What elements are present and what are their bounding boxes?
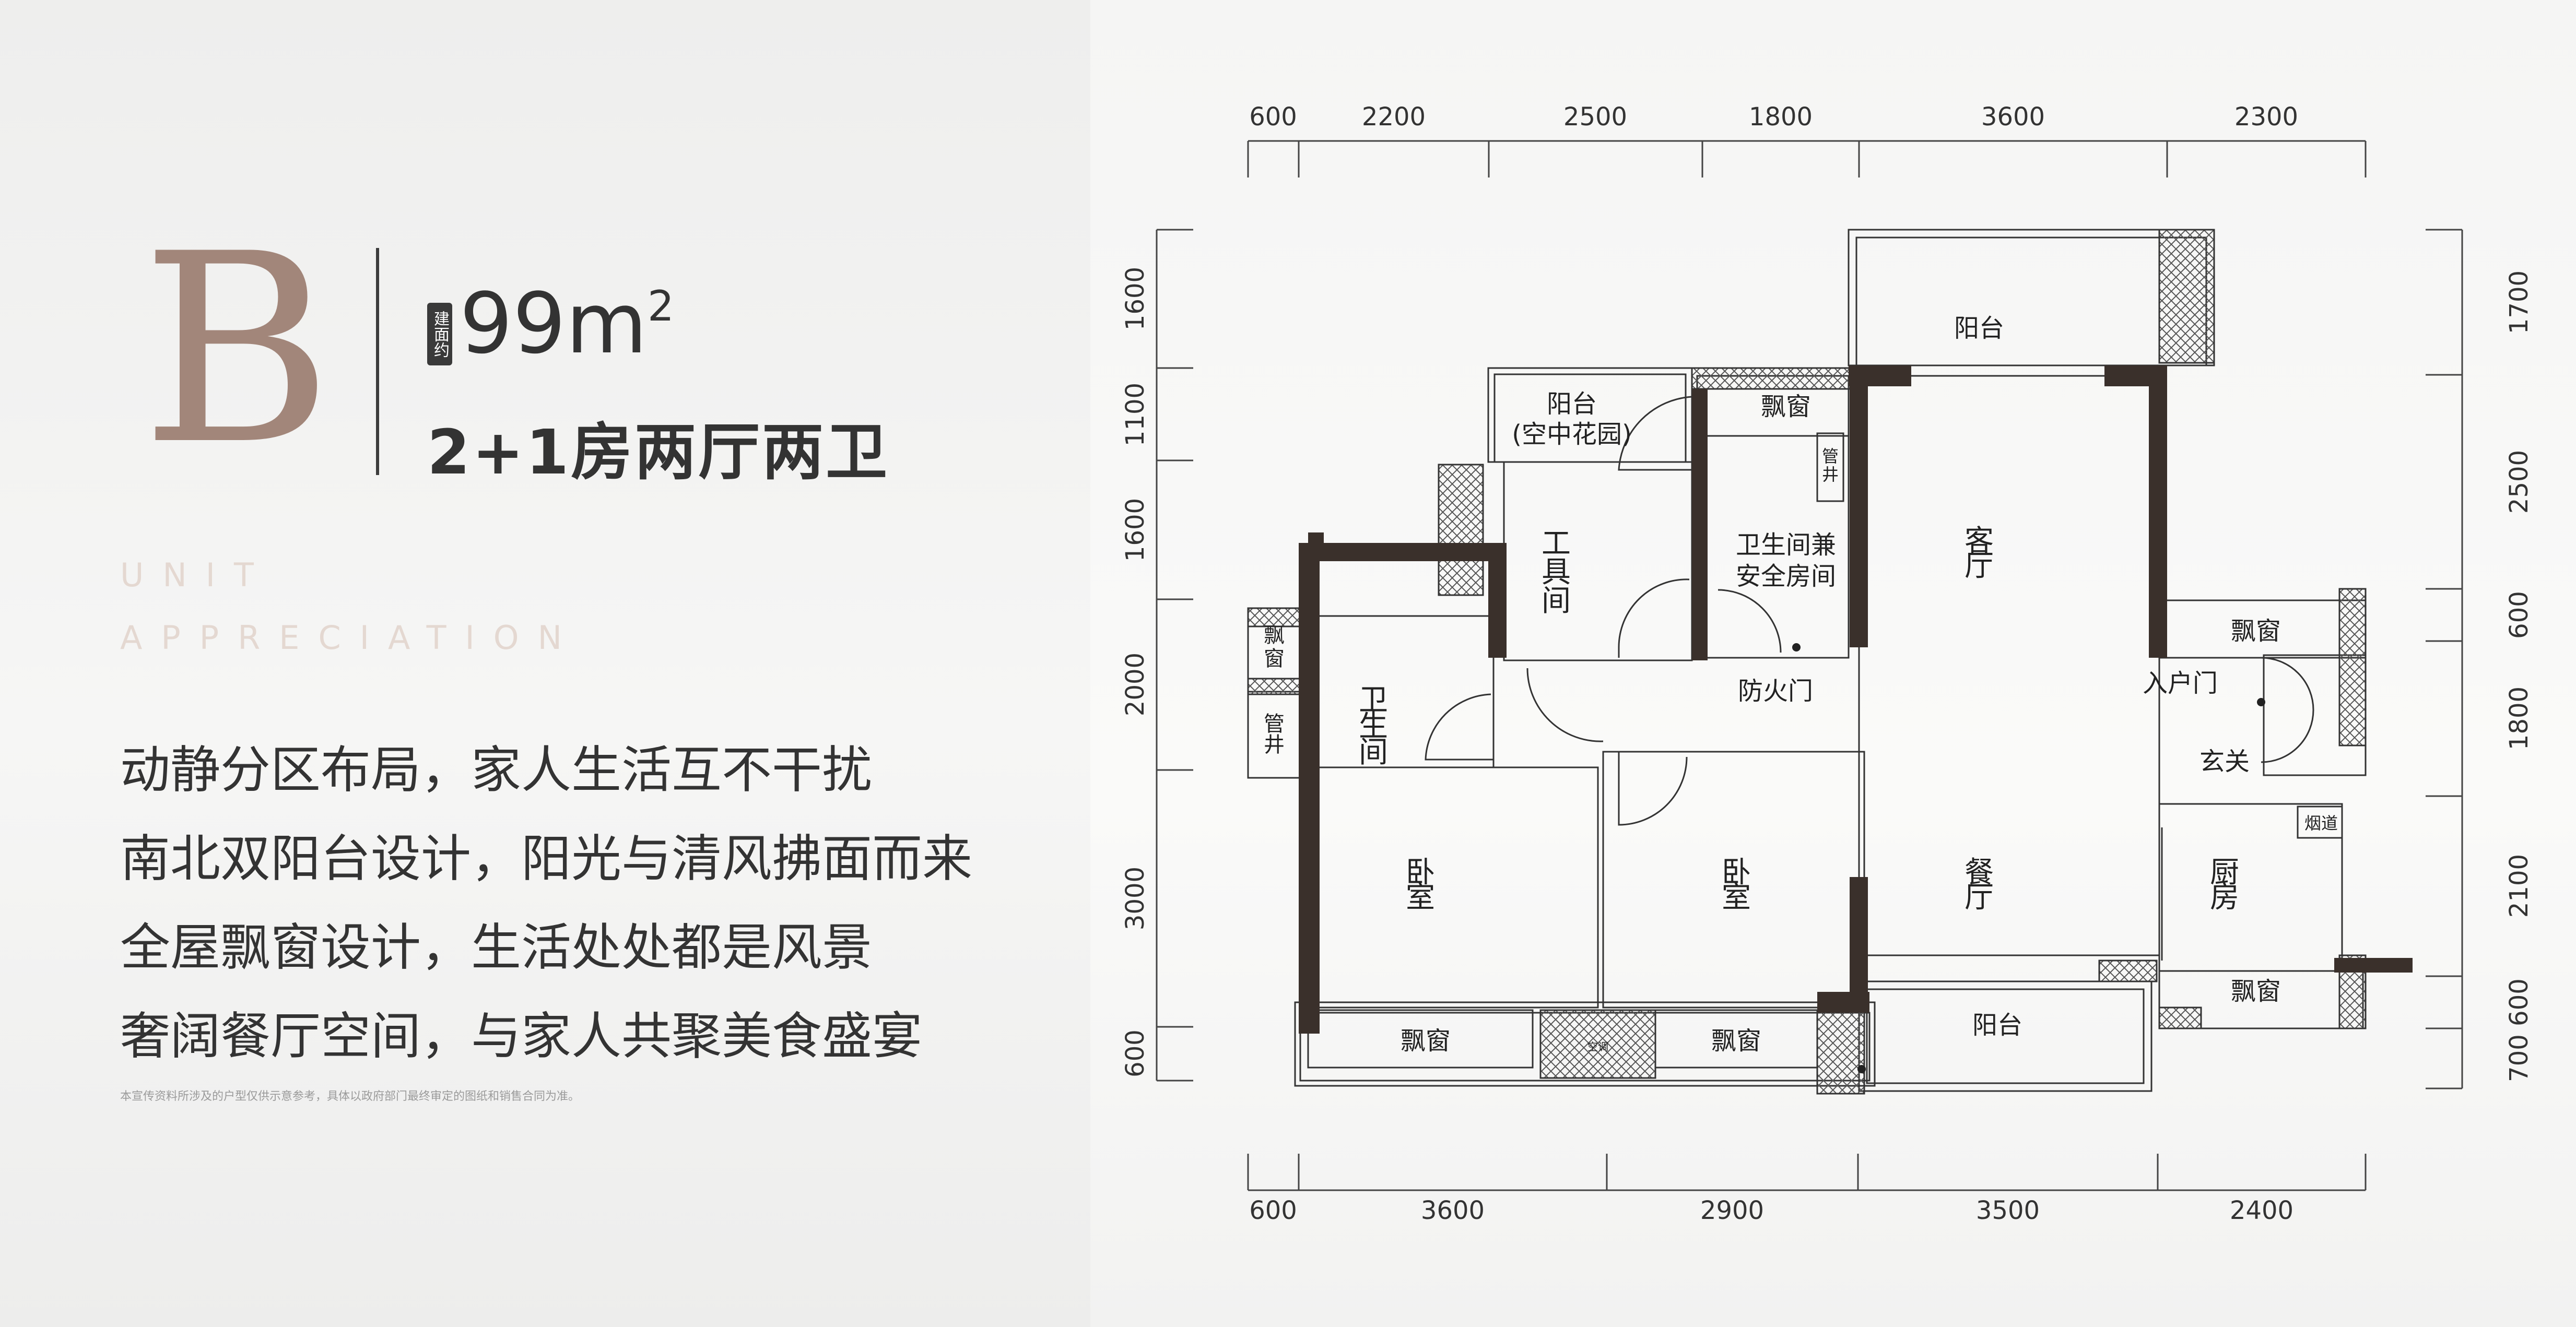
dim-top-1: 600 xyxy=(1249,102,1297,132)
dim-right-6: 600 xyxy=(2504,978,2534,1026)
dim-top-5: 3600 xyxy=(1981,102,2045,132)
room-tool-room-char2: 具 xyxy=(1542,555,1571,589)
unit-letter: B xyxy=(141,198,333,502)
plan-panel xyxy=(1090,0,2576,1327)
room-dining-char2: 厅 xyxy=(1965,881,1994,915)
room-bedroom-1-char2: 室 xyxy=(1406,881,1435,915)
room-kitchen-char2: 房 xyxy=(2210,881,2239,915)
room-kitchen-char1: 厨 xyxy=(2210,856,2239,890)
room-balcony-north: 阳台 xyxy=(1954,314,2004,343)
room-labels: 阳台 阳台 (空中花园) 飘窗 卫生间兼 安全房间 防火门 入户门 飘窗 玄关 … xyxy=(1401,314,2281,1056)
room-living-char1: 客 xyxy=(1965,524,1994,558)
solid-walls xyxy=(1299,365,2413,1034)
room-bath-left: 卫生间 xyxy=(1359,683,1388,769)
feature-item: 动静分区布局，家人生活互不干扰 xyxy=(120,741,872,799)
room-bay-bottom-1: 飘窗 xyxy=(1401,1026,1451,1056)
room-foyer: 玄关 xyxy=(2199,747,2250,776)
dim-left-1: 1600 xyxy=(1121,267,1150,330)
room-bath-safe-line2: 安全房间 xyxy=(1736,562,1836,591)
room-bath-safe-line1: 卫生间兼 xyxy=(1736,530,1836,560)
dim-top-4: 1800 xyxy=(1749,102,1813,132)
dim-right-5: 2100 xyxy=(2504,854,2534,918)
room-bay-left-line1: 飘 xyxy=(1264,623,1285,647)
room-dining: 餐厅 xyxy=(1965,856,1994,915)
room-bath-left-char1: 卫 xyxy=(1359,683,1388,717)
dim-left-4: 2000 xyxy=(1121,653,1150,716)
room-bay-top: 飘窗 xyxy=(1761,392,1811,421)
dim-top-6: 2300 xyxy=(2234,102,2298,132)
dim-top-2: 2200 xyxy=(1362,102,1426,132)
dim-right-3: 600 xyxy=(2504,591,2534,639)
room-tool-room: 工具间 xyxy=(1542,527,1571,618)
room-tool-room-char1: 工 xyxy=(1542,527,1571,561)
english-title-line2: APPRECIATION xyxy=(120,619,581,657)
room-living-char2: 厅 xyxy=(1965,549,1994,583)
room-bedroom-2-char2: 室 xyxy=(1722,881,1751,915)
feature-item: 全屋飘窗设计，生活处处都是风景 xyxy=(120,918,872,977)
fixture-marks xyxy=(1792,643,2265,1073)
divider-line xyxy=(376,248,379,475)
feature-item: 南北双阳台设计，阳光与清风拂面而来 xyxy=(120,830,972,888)
area-unit-superscript: 2 xyxy=(648,282,674,330)
room-shaft-left-line1: 管 xyxy=(1264,712,1285,736)
room-dining-char1: 餐 xyxy=(1965,856,1994,890)
room-bay-left-line2: 窗 xyxy=(1264,647,1285,671)
dim-top-3: 2500 xyxy=(1563,102,1627,132)
ac-label: 空调 xyxy=(1587,1040,1608,1053)
fire-door-label: 防火门 xyxy=(1738,677,1813,706)
small-labels: 飘 窗 管 井 管 井 烟道 空调 xyxy=(1264,446,2338,1053)
room-shaft-top-line2: 井 xyxy=(1822,465,1839,484)
dimension-lines xyxy=(1156,140,2463,1191)
room-bedroom-2: 卧室 xyxy=(1722,856,1751,915)
layout-text: 2+1房两厅两卫 xyxy=(427,416,890,488)
english-title-line1: UNIT xyxy=(120,556,273,594)
door-arcs xyxy=(1425,396,2314,961)
feature-item: 奢阔餐厅空间，与家人共聚美食盛宴 xyxy=(120,1007,922,1065)
room-bedroom-2-char1: 卧 xyxy=(1722,856,1751,890)
info-panel: B 建面约 99m 2 2+1房两厅两卫 UNIT APPRECIATION 动… xyxy=(0,0,1090,1327)
room-kitchen: 厨房 xyxy=(2210,856,2239,915)
dim-right-2: 2500 xyxy=(2504,450,2534,514)
entry-door-label: 入户门 xyxy=(2143,669,2218,698)
room-bedroom-1: 卧室 xyxy=(1406,856,1435,915)
dim-bottom-4: 3500 xyxy=(1976,1196,2040,1225)
room-bay-kitchen: 飘窗 xyxy=(2231,977,2281,1006)
dim-left-5: 3000 xyxy=(1121,867,1150,930)
room-bay-bottom-2: 飘窗 xyxy=(1711,1026,1761,1056)
dimension-labels-left: 1600 1100 1600 2000 3000 600 1700 2500 6… xyxy=(1121,267,2534,1082)
room-living: 客厅 xyxy=(1965,524,1994,583)
dim-bottom-3: 2900 xyxy=(1700,1196,1764,1225)
room-bedroom-1-char1: 卧 xyxy=(1406,856,1435,890)
area-tag: 建面约 xyxy=(427,303,452,365)
room-balcony-garden: 阳台 xyxy=(1547,389,1597,419)
room-bath-left-char3: 间 xyxy=(1359,736,1388,769)
dim-left-2: 1100 xyxy=(1121,383,1150,446)
dim-bottom-1: 600 xyxy=(1249,1196,1297,1225)
room-shaft-left-line2: 井 xyxy=(1264,733,1285,757)
dim-bottom-2: 3600 xyxy=(1421,1196,1485,1225)
feature-list: 动静分区布局，家人生活互不干扰 南北双阳台设计，阳光与清风拂面而来 全屋飘窗设计… xyxy=(120,726,972,1081)
dimension-labels: 600 2200 2500 1800 3600 2300 600 3600 29… xyxy=(1249,102,2298,1225)
room-shaft-top-line1: 管 xyxy=(1822,446,1839,466)
dim-right-7: 700 xyxy=(2504,1034,2534,1082)
dim-bottom-5: 2400 xyxy=(2230,1196,2293,1225)
room-flue: 烟道 xyxy=(2304,813,2338,833)
area-value: 99m xyxy=(460,275,648,372)
room-bath-left-char2: 生 xyxy=(1359,709,1388,743)
room-balcony-south: 阳台 xyxy=(1972,1011,2022,1040)
room-labels-vertical: 工具间 卫生间 客厅 卧室 卧室 餐厅 厨房 xyxy=(1359,524,2239,915)
dim-left-6: 600 xyxy=(1121,1029,1150,1077)
disclaimer: 本宣传资料所涉及的户型仅供示意参考，具体以政府部门最终审定的图纸和销售合同为准。 xyxy=(120,1090,580,1103)
dim-right-1: 1700 xyxy=(2504,270,2534,334)
room-bay-right: 飘窗 xyxy=(2231,617,2281,646)
dim-right-4: 1800 xyxy=(2504,686,2534,750)
dim-left-3: 1600 xyxy=(1121,498,1150,562)
hatched-columns xyxy=(1247,229,2367,1095)
room-tool-room-char3: 间 xyxy=(1542,584,1571,618)
room-balcony-garden-sub: (空中花园) xyxy=(1512,420,1631,449)
